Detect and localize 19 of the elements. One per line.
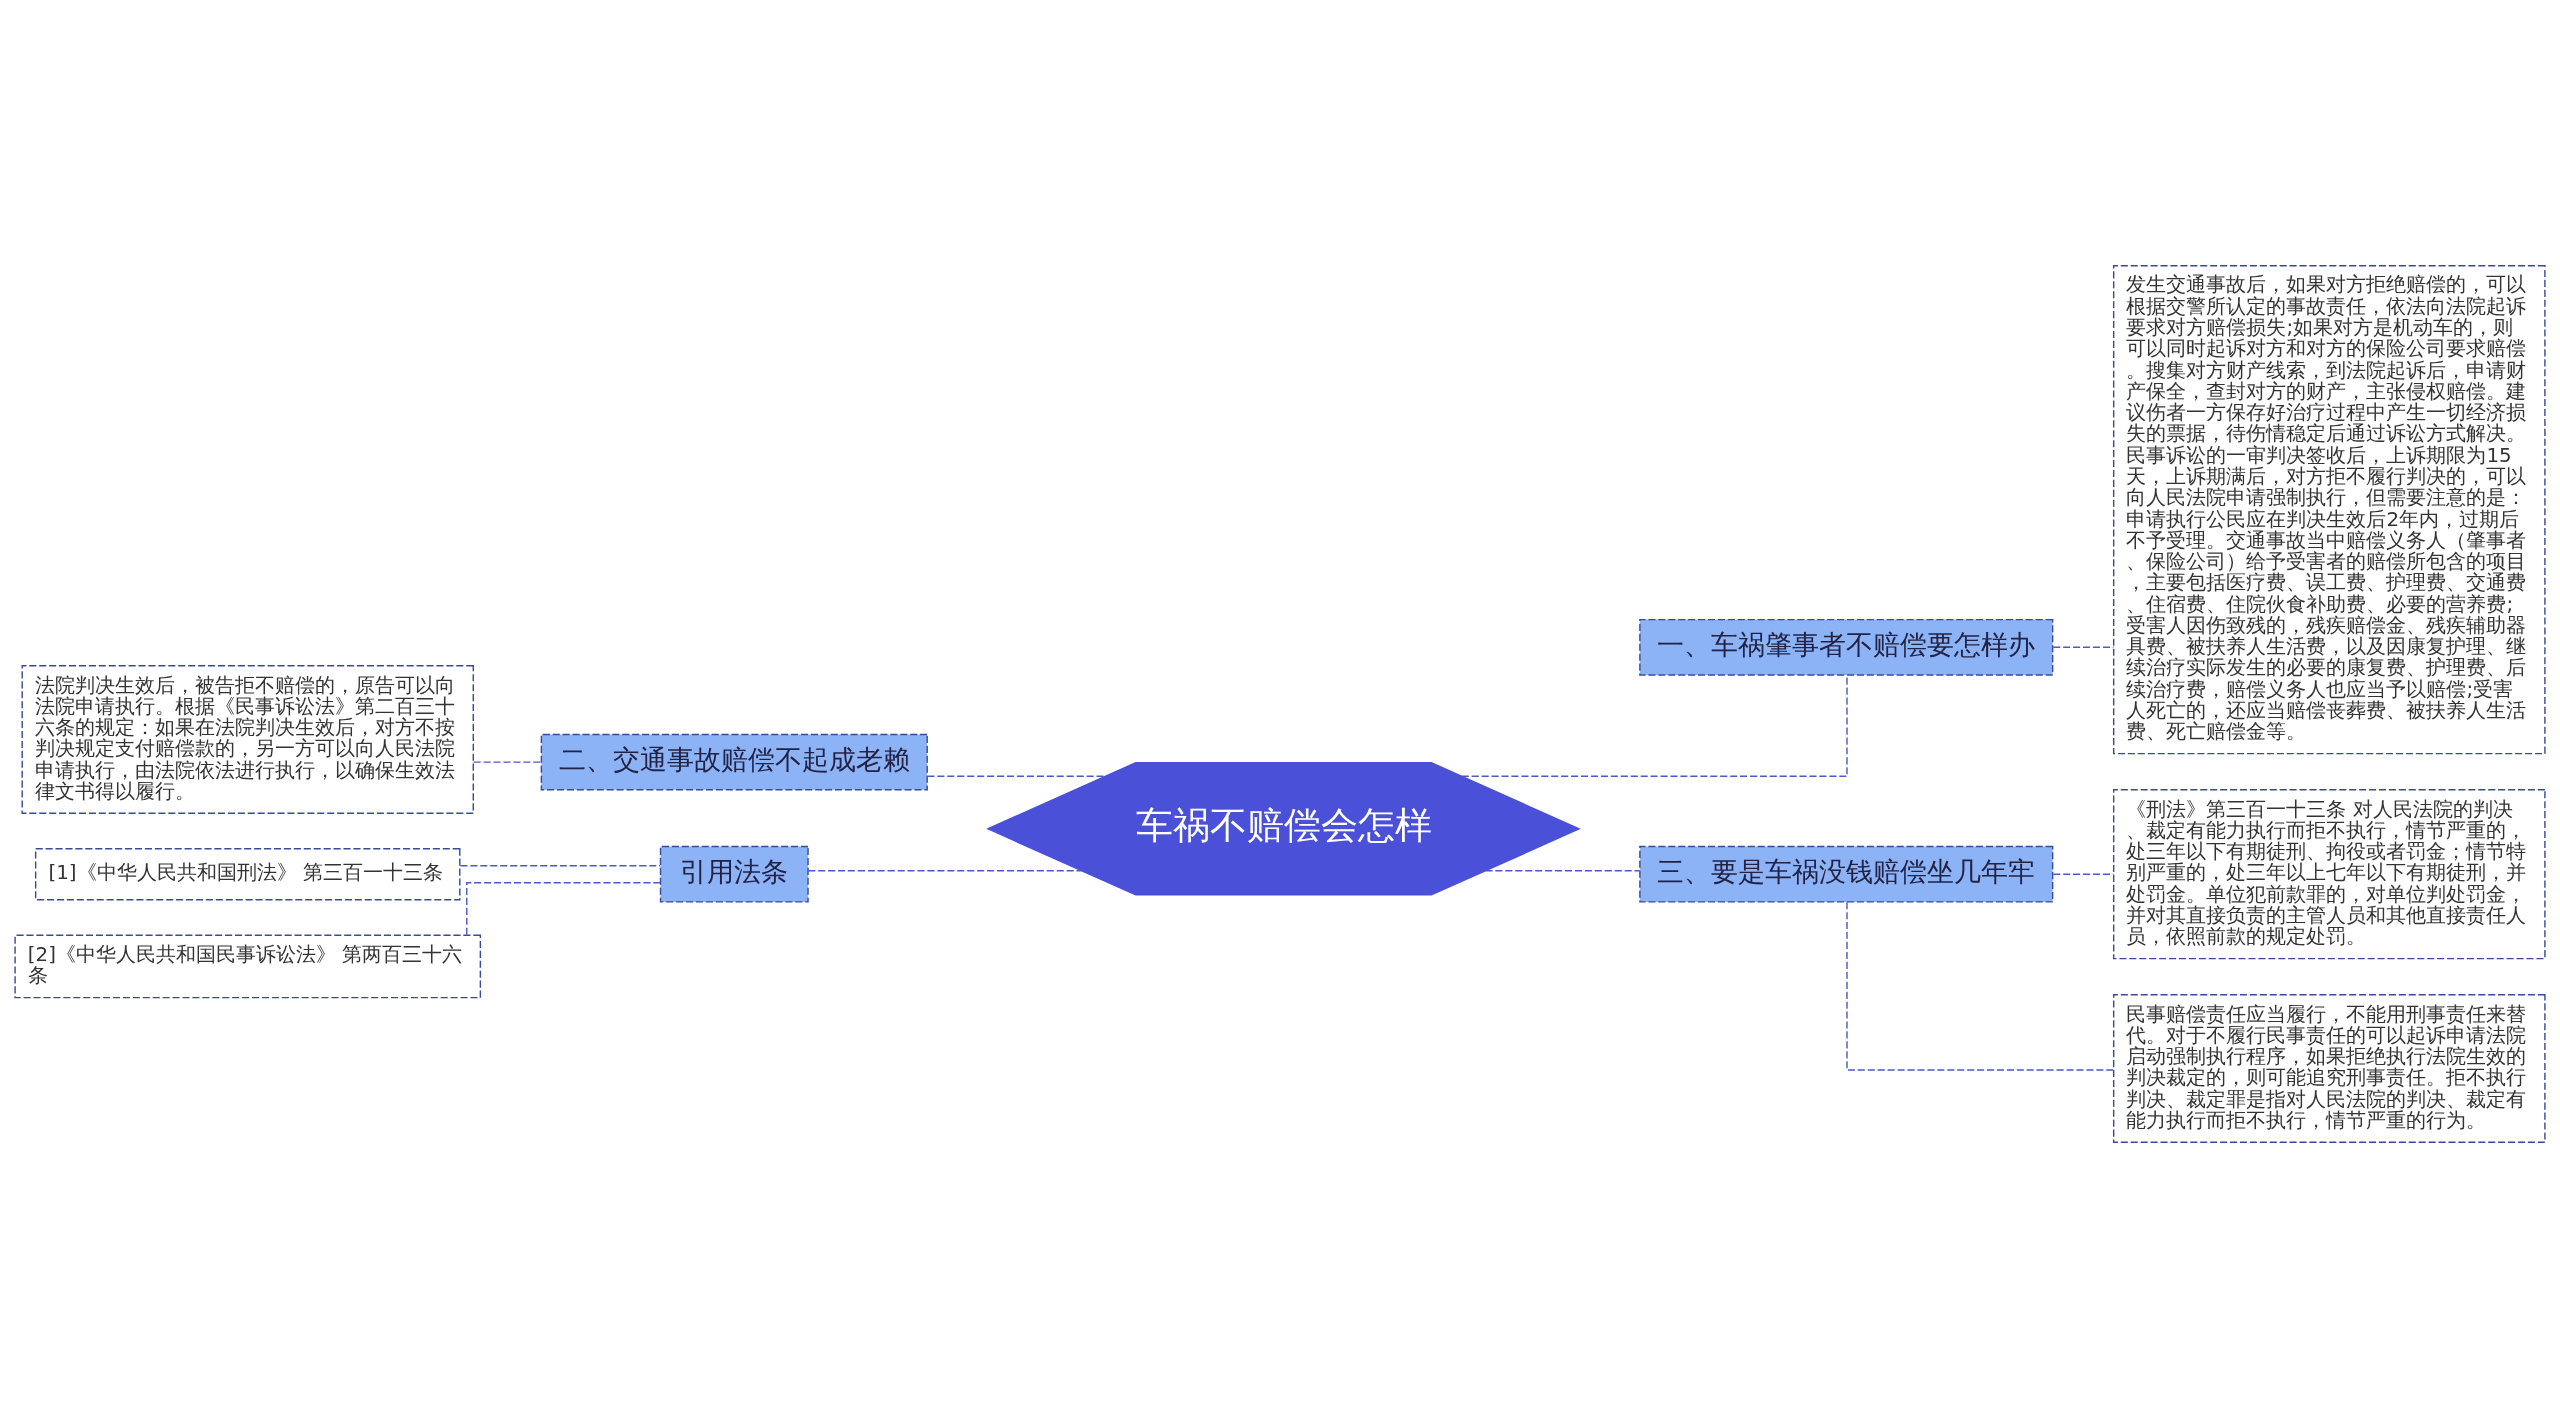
node-box: [1]《中华人民共和国刑法》 第三百一十三条 <box>34 847 461 900</box>
node-box: [2]《中华人民共和国民事诉讼法》 第两百三十六条 <box>14 934 482 998</box>
connector <box>2052 873 2115 875</box>
connector <box>807 869 1083 871</box>
node-box: 二、交通事故赔偿不起成老赖 <box>540 733 928 791</box>
connector <box>472 760 542 763</box>
node-box: 民事赔偿责任应当履行，不能用刑事责任来替代。对于不履行民事责任的可以起诉申请法院启动强制执行程序，如果拒绝执行法院生效的判决裁定的，则可能追究刑事责任。拒不执行判决、裁定罪是指对人民法院的判决、裁定有能力执行而拒不执行，情节严重的行为。 <box>2112 993 2546 1143</box>
connector <box>2052 646 2115 648</box>
node-box: 发生交通事故后，如果对方拒绝赔偿的，可以根据交警所认定的事故责任，依法向法院起诉要求对方赔偿损失;如果对方是机动车的，则可以同时起诉对方和对方的保险公司要求赔偿。搜集对方财产线索，到法院起诉后，申请财产保全，查封对方的财产，主张侵权赔偿。建议伤者一方保存好治疗过程中产生一切经济损失的票据，待伤情稳定后通过诉讼方式解决。民事诉讼的一审判决签收后，上诉期限为15天，上诉期满后，对方拒不履行判决的，可以向人民法院申请强制执行，但需要注意的是：申请执行公民应在判决生效后2年内，过期后不予受理。交通事故当中赔偿义务人（肇事者、保险公司）给予受害者的赔偿所包含的项目，主要包括医疗费、误工费、护理费、交通费、住宿费、住院伙食补助费、必要的营养费;受害人因伤致残的，残疾赔偿金、残疾辅助器具费、被扶养人生活费，以及因康复护理、继续治疗实际发生的必要的康复费、护理费、后续治疗费，赔偿义务人也应当予以赔偿;受害人死亡的，还应当赔偿丧葬费、被扶养人生活费、死亡赔偿金等。 <box>2112 264 2546 754</box>
node-box: 法院判决生效后，被告拒不赔偿的，原告可以向法院申请执行。根据《民事诉讼法》第二百三十六条的规定：如果在法院判决生效后，对方不按判决规定支付赔偿款的，另一方可以向人民法院申请执行，由法院依法进行执行，以确保生效法律文书得以履行。 <box>21 664 474 814</box>
node-box: 一、车祸肇事者不赔偿要怎样办 <box>1639 618 2054 676</box>
connector <box>459 864 661 866</box>
node-box: 《刑法》第三百一十三条 对人民法院的判决、裁定有能力执行而拒不执行，情节严重的，处三年以下有期徒刑、拘役或者罚金；情节特别严重的，处三年以上七年以下有期徒刑，并处罚金。单位犯前款罪的，对单位判处罚金，并对其直接负责的主管人员和其他直接责任人员，依照前款的规定处罚。 <box>2112 788 2546 959</box>
node-box: 引用法条 <box>659 845 809 903</box>
node-box: 三、要是车祸没钱赔偿坐几年牢 <box>1639 845 2054 903</box>
connector <box>1846 901 2115 1071</box>
connector <box>1484 869 1641 871</box>
connector <box>466 881 662 935</box>
connector <box>926 775 1106 777</box>
